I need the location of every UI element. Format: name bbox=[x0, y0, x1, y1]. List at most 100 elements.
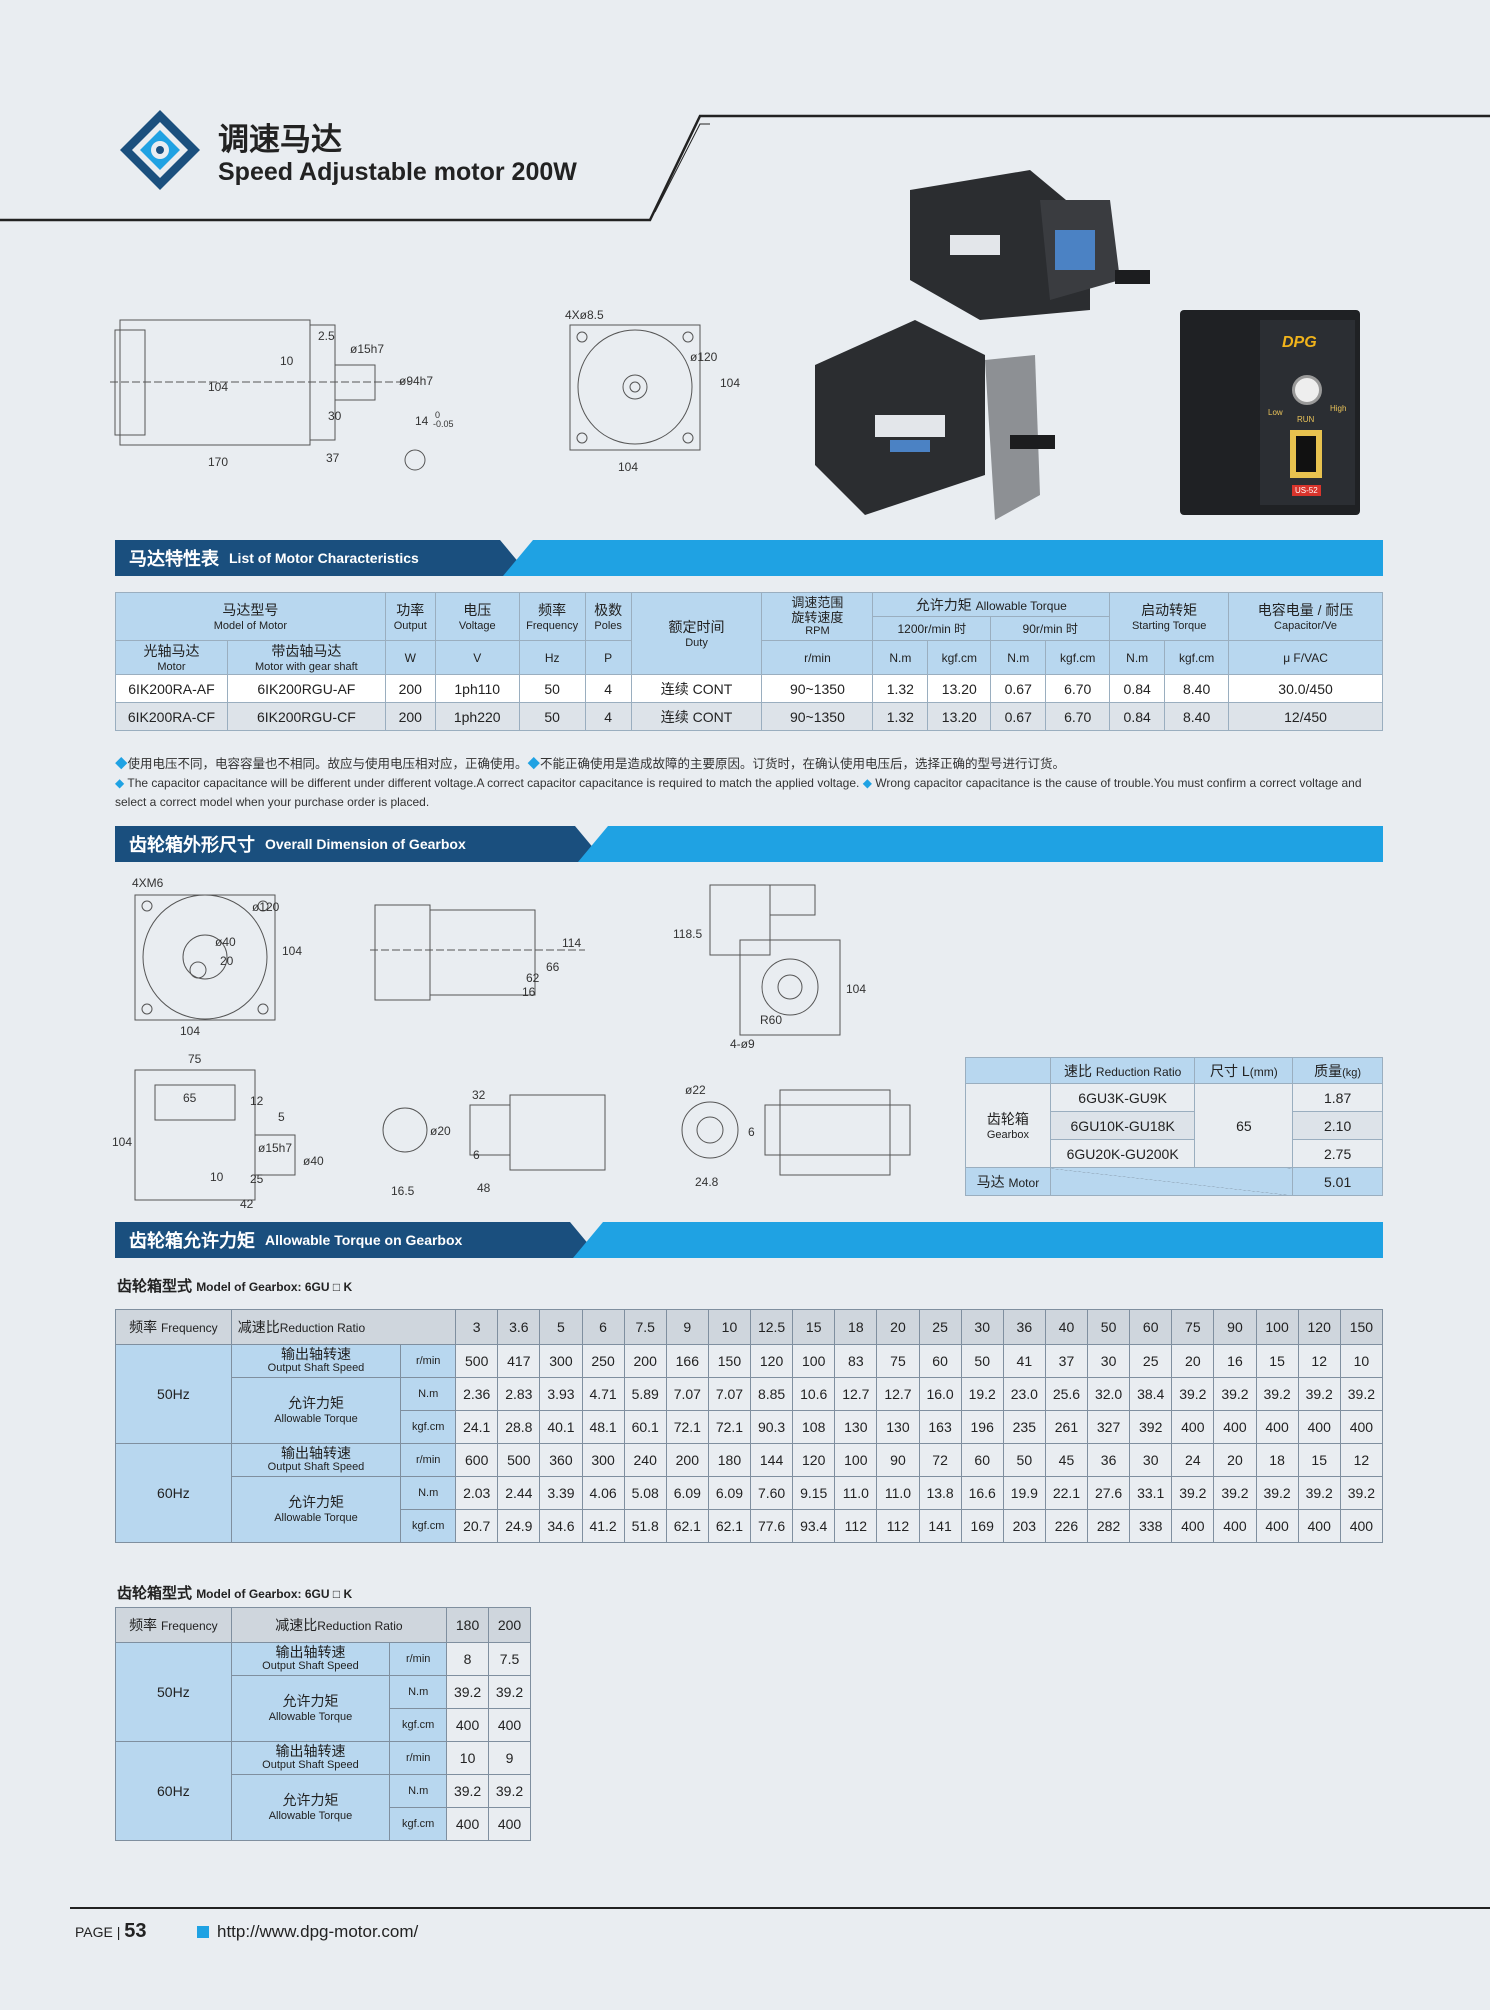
value-cell: 10 bbox=[446, 1741, 490, 1775]
u-nm-1: N.m bbox=[872, 640, 929, 675]
h-poles-cn: 极数 bbox=[594, 602, 623, 618]
value-cell: 282 bbox=[1087, 1509, 1131, 1543]
flange-drawing: 4Xø8.5 ø120 104 104 bbox=[565, 308, 740, 474]
value-cell: 60 bbox=[918, 1344, 962, 1378]
value-cell: 30 bbox=[1129, 1443, 1173, 1477]
gbt-r2: 6GU20K-GU200K bbox=[1049, 1139, 1196, 1168]
value-cell: 34.6 bbox=[539, 1509, 583, 1543]
value-cell: 32.0 bbox=[1087, 1377, 1131, 1411]
value-cell: 5.89 bbox=[623, 1377, 667, 1411]
gb-q: 12 bbox=[250, 1094, 264, 1108]
value-cell: 7.07 bbox=[707, 1377, 752, 1411]
t1-ratio-en: Reduction Ratio bbox=[279, 1321, 366, 1335]
ratio-header: 75 bbox=[1171, 1309, 1215, 1345]
power-switch[interactable] bbox=[1290, 430, 1322, 478]
value-cell: 240 bbox=[623, 1443, 667, 1477]
value-cell: 15 bbox=[1255, 1344, 1299, 1378]
value-cell: 39.2 bbox=[1255, 1377, 1299, 1411]
t2-ratio-en: Reduction Ratio bbox=[317, 1619, 403, 1633]
speed-knob[interactable] bbox=[1292, 375, 1322, 405]
ratio-header: 25 bbox=[918, 1309, 962, 1345]
section2-cn: 齿轮箱外形尺寸 bbox=[129, 835, 255, 855]
gbt-h-mass: 质量 bbox=[1314, 1062, 1343, 1079]
page-num: 53 bbox=[124, 1920, 147, 1942]
u-kgf-3: kgf.cm bbox=[1164, 640, 1230, 675]
gbt-r0: 6GU3K-GU9K bbox=[1049, 1083, 1196, 1112]
ratio-header: 3.6 bbox=[497, 1309, 541, 1345]
value-cell: 130 bbox=[834, 1410, 878, 1444]
value-cell: 48.1 bbox=[581, 1410, 625, 1444]
gb-h: 66 bbox=[546, 960, 560, 974]
value-cell: 327 bbox=[1087, 1410, 1131, 1444]
gb-n: 4-ø9 bbox=[730, 1037, 755, 1051]
controller-model: US-52 bbox=[1292, 485, 1321, 496]
logo-icon bbox=[120, 110, 200, 190]
value-cell: 400 bbox=[1213, 1509, 1257, 1543]
value-cell: 400 bbox=[1297, 1410, 1341, 1444]
section2-en: Overall Dimension of Gearbox bbox=[265, 836, 466, 852]
ratio-header: 20 bbox=[876, 1309, 920, 1345]
value-cell: 12 bbox=[1339, 1443, 1384, 1477]
cell: 8.40 bbox=[1164, 674, 1230, 703]
h-cap-en: Capacitor/Ve bbox=[1274, 620, 1338, 632]
cell: 50 bbox=[518, 702, 586, 731]
value-cell: 338 bbox=[1129, 1509, 1173, 1543]
value-cell: 150 bbox=[707, 1344, 752, 1378]
ratio-header: 12.5 bbox=[750, 1309, 794, 1345]
value-cell: 3.39 bbox=[539, 1476, 583, 1510]
value-cell: 7.5 bbox=[488, 1642, 531, 1676]
value-cell: 39.2 bbox=[1171, 1476, 1215, 1510]
value-cell: 16.0 bbox=[918, 1377, 962, 1411]
t2-freq-en: Frequency bbox=[160, 1619, 218, 1633]
dim-l: 104 bbox=[720, 376, 740, 390]
value-cell: 41 bbox=[1002, 1344, 1046, 1378]
value-cell: 24.9 bbox=[497, 1509, 541, 1543]
freq-cell: 50Hz bbox=[115, 1344, 232, 1444]
value-cell: 37 bbox=[1044, 1344, 1089, 1378]
value-cell: 39.2 bbox=[446, 1675, 490, 1709]
gb-e: 104 bbox=[282, 944, 302, 958]
page-label: PAGE bbox=[75, 1924, 113, 1940]
gbt-h-ratio-en: Reduction Ratio bbox=[1095, 1064, 1182, 1079]
section1-cn: 马达特性表 bbox=[129, 549, 219, 569]
value-cell: 45 bbox=[1044, 1443, 1089, 1477]
ratio-header: 5 bbox=[539, 1309, 583, 1345]
website-link[interactable]: http://www.dpg-motor.com/ bbox=[217, 1922, 419, 1941]
ratio-header: 36 bbox=[1002, 1309, 1046, 1345]
cell: 连续 CONT bbox=[630, 674, 763, 703]
value-cell: 25 bbox=[1129, 1344, 1173, 1378]
value-cell: 24.1 bbox=[455, 1410, 499, 1444]
dim-j: 4Xø8.5 bbox=[565, 308, 604, 322]
u-cap: μ F/VAC bbox=[1228, 640, 1383, 675]
cell: 0.67 bbox=[990, 702, 1047, 731]
gb-i: 62 bbox=[526, 971, 540, 985]
h-out-en: Output bbox=[393, 620, 427, 632]
gb-m: R60 bbox=[760, 1013, 782, 1027]
value-cell: 83 bbox=[834, 1344, 878, 1378]
gb-k: 118.5 bbox=[673, 927, 702, 941]
ratio-header: 50 bbox=[1087, 1309, 1131, 1345]
note-3: The capacitor capacitance will be differ… bbox=[127, 776, 860, 790]
gbt-h-size: 尺寸 L bbox=[1210, 1062, 1250, 1079]
value-cell: 8.85 bbox=[750, 1377, 794, 1411]
unit-cell: N.m bbox=[400, 1377, 457, 1411]
unit-cell: kgf.cm bbox=[389, 1807, 448, 1841]
value-cell: 33.1 bbox=[1129, 1476, 1173, 1510]
cell: 0.84 bbox=[1109, 702, 1166, 731]
h-torque: 允许力矩 bbox=[915, 596, 972, 613]
value-cell: 60.1 bbox=[623, 1410, 667, 1444]
u-kgf-1: kgf.cm bbox=[927, 640, 992, 675]
value-cell: 41.2 bbox=[581, 1509, 625, 1543]
t1-freq-en: Frequency bbox=[160, 1321, 218, 1335]
dim-i: 37 bbox=[326, 451, 340, 465]
value-cell: 30 bbox=[1087, 1344, 1131, 1378]
